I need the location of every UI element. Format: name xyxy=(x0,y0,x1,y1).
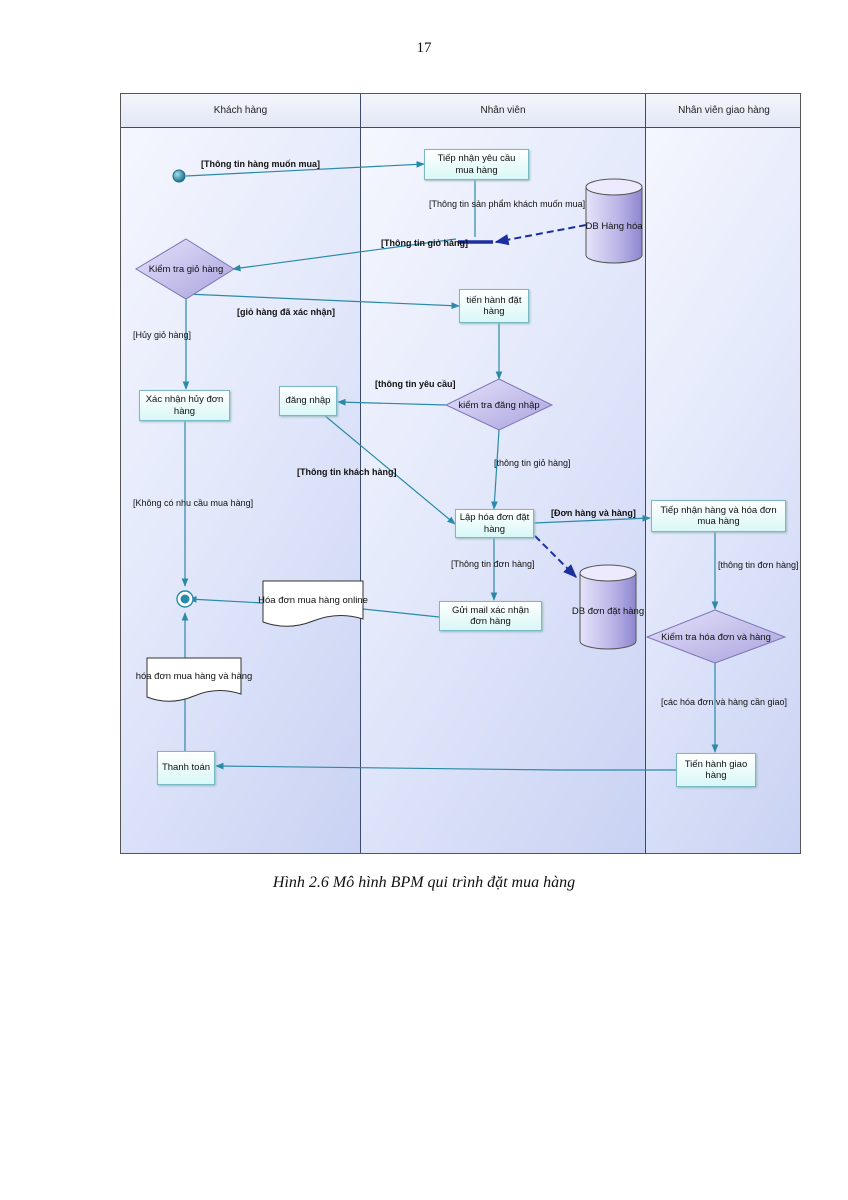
activity-tien-hanh-giao-hang: Tiến hành giao hàng xyxy=(676,753,756,787)
start-node xyxy=(172,169,186,183)
flow-layer xyxy=(135,161,787,771)
flow-label-don-hang-va-hang: [Đơn hàng và hàng] xyxy=(551,508,636,518)
flow-label-thong-tin-san-pham: [Thông tin sản phẩm khách muốn mua] xyxy=(429,199,586,209)
datastore-db-don-dat-hang xyxy=(579,564,637,650)
lane-header-nhan-vien-giao-hang: Nhân viên giao hàng xyxy=(646,94,800,128)
activity-dang-nhap: đăng nhập xyxy=(279,386,337,416)
link-db-hang-hoa xyxy=(494,224,587,246)
lane-nhan-vien-giao-hang: Nhân viên giao hàng xyxy=(646,94,800,853)
decision-label-kiem-tra-hoa-don: Kiểm tra hóa đơn và hàng xyxy=(661,631,771,643)
page-number: 17 xyxy=(416,40,432,56)
flow-label-thong-tin-don-hang-2: [thông tin đơn hàng] xyxy=(718,560,799,570)
document-label-hoa-don-online: Hóa đơn mua hàng online xyxy=(258,594,368,606)
activity-tien-hanh-dat-hang: tiến hành đặt hàng xyxy=(459,289,529,323)
decision-label-kiem-tra-dang-nhap: kiểm tra đăng nhập xyxy=(458,399,540,411)
bpm-diagram: Khách hàng Nhân viên Nhân viên giao hàng xyxy=(120,93,801,854)
flow-label-thong-tin-hang-muon-mua: [Thông tin hàng muốn mua] xyxy=(201,159,320,169)
figure-caption: Hình 2.6 Mô hình BPM qui trình đặt mua h… xyxy=(272,874,576,891)
lane-header-nhan-vien: Nhân viên xyxy=(361,94,645,128)
activity-thanh-toan: Thanh toán xyxy=(157,751,215,785)
document-hoa-don-online xyxy=(262,580,364,627)
activity-gui-mail: Gửi mail xác nhận đơn hàng xyxy=(439,601,542,631)
document-label-hoa-don-hang: hóa đơn mua hàng và hàng xyxy=(135,670,253,682)
link-db-don-dat-hang xyxy=(534,535,577,578)
flow-label-thong-tin-yeu-cau: [thông tin yêu cầu] xyxy=(375,379,456,389)
decision-kiem-tra-dang-nhap xyxy=(444,378,554,431)
flow-label-thong-tin-gio-hang-2: [thông tin giỏ hàng] xyxy=(494,458,571,468)
activity-tiep-nhan-yeu-cau: Tiếp nhận yêu cầu mua hàng xyxy=(424,149,529,180)
decision-label-kiem-tra-gio-hang: Kiểm tra giỏ hàng xyxy=(148,263,224,275)
flow-kiem-tra-to-dat-hang xyxy=(185,293,460,310)
flow-start-to-tiep-nhan xyxy=(185,161,425,177)
lane-header-khach-hang: Khách hàng xyxy=(121,94,360,128)
document-hoa-don-hang xyxy=(146,657,242,702)
flow-label-thong-tin-don-hang: [Thông tin đơn hàng] xyxy=(451,559,535,569)
decision-kiem-tra-hoa-don xyxy=(645,609,787,664)
datastore-db-hang-hoa xyxy=(585,178,643,264)
flow-label-thong-tin-gio-hang: [Thông tin giỏ hàng] xyxy=(381,238,468,248)
end-node xyxy=(176,590,194,608)
flow-label-gio-hang-da-xac-nhan: [giỏ hàng đã xác nhận] xyxy=(237,307,336,317)
flow-label-cac-hoa-don: [các hóa đơn và hàng cần giao] xyxy=(661,697,787,707)
flow-label-thong-tin-khach-hang: [Thông tin khách hàng] xyxy=(297,467,397,477)
flow-label-huy-gio-hang: [Hủy giỏ hàng] xyxy=(133,330,192,340)
decision-kiem-tra-gio-hang xyxy=(135,238,235,300)
activity-lap-hoa-don: Lập hóa đơn đặt hàng xyxy=(455,509,534,538)
activity-tiep-nhan-hang: Tiếp nhận hàng và hóa đơn mua hàng xyxy=(651,500,786,532)
lane-khach-hang: Khách hàng xyxy=(121,94,361,853)
datastore-label-db-don-dat-hang: DB đơn đặt hàng xyxy=(571,605,645,617)
flow-giao-hang-to-thanh-toan xyxy=(215,762,676,771)
flow-gio-hang-to-kiem-tra xyxy=(232,238,457,272)
flow-label-khong-co-nhu-cau: [Không có nhu cầu mua hàng] xyxy=(133,498,254,508)
activity-xac-nhan-huy: Xác nhận hủy đơn hàng xyxy=(139,390,230,421)
datastore-label-db-hang-hoa: DB Hàng hóa xyxy=(585,220,643,232)
